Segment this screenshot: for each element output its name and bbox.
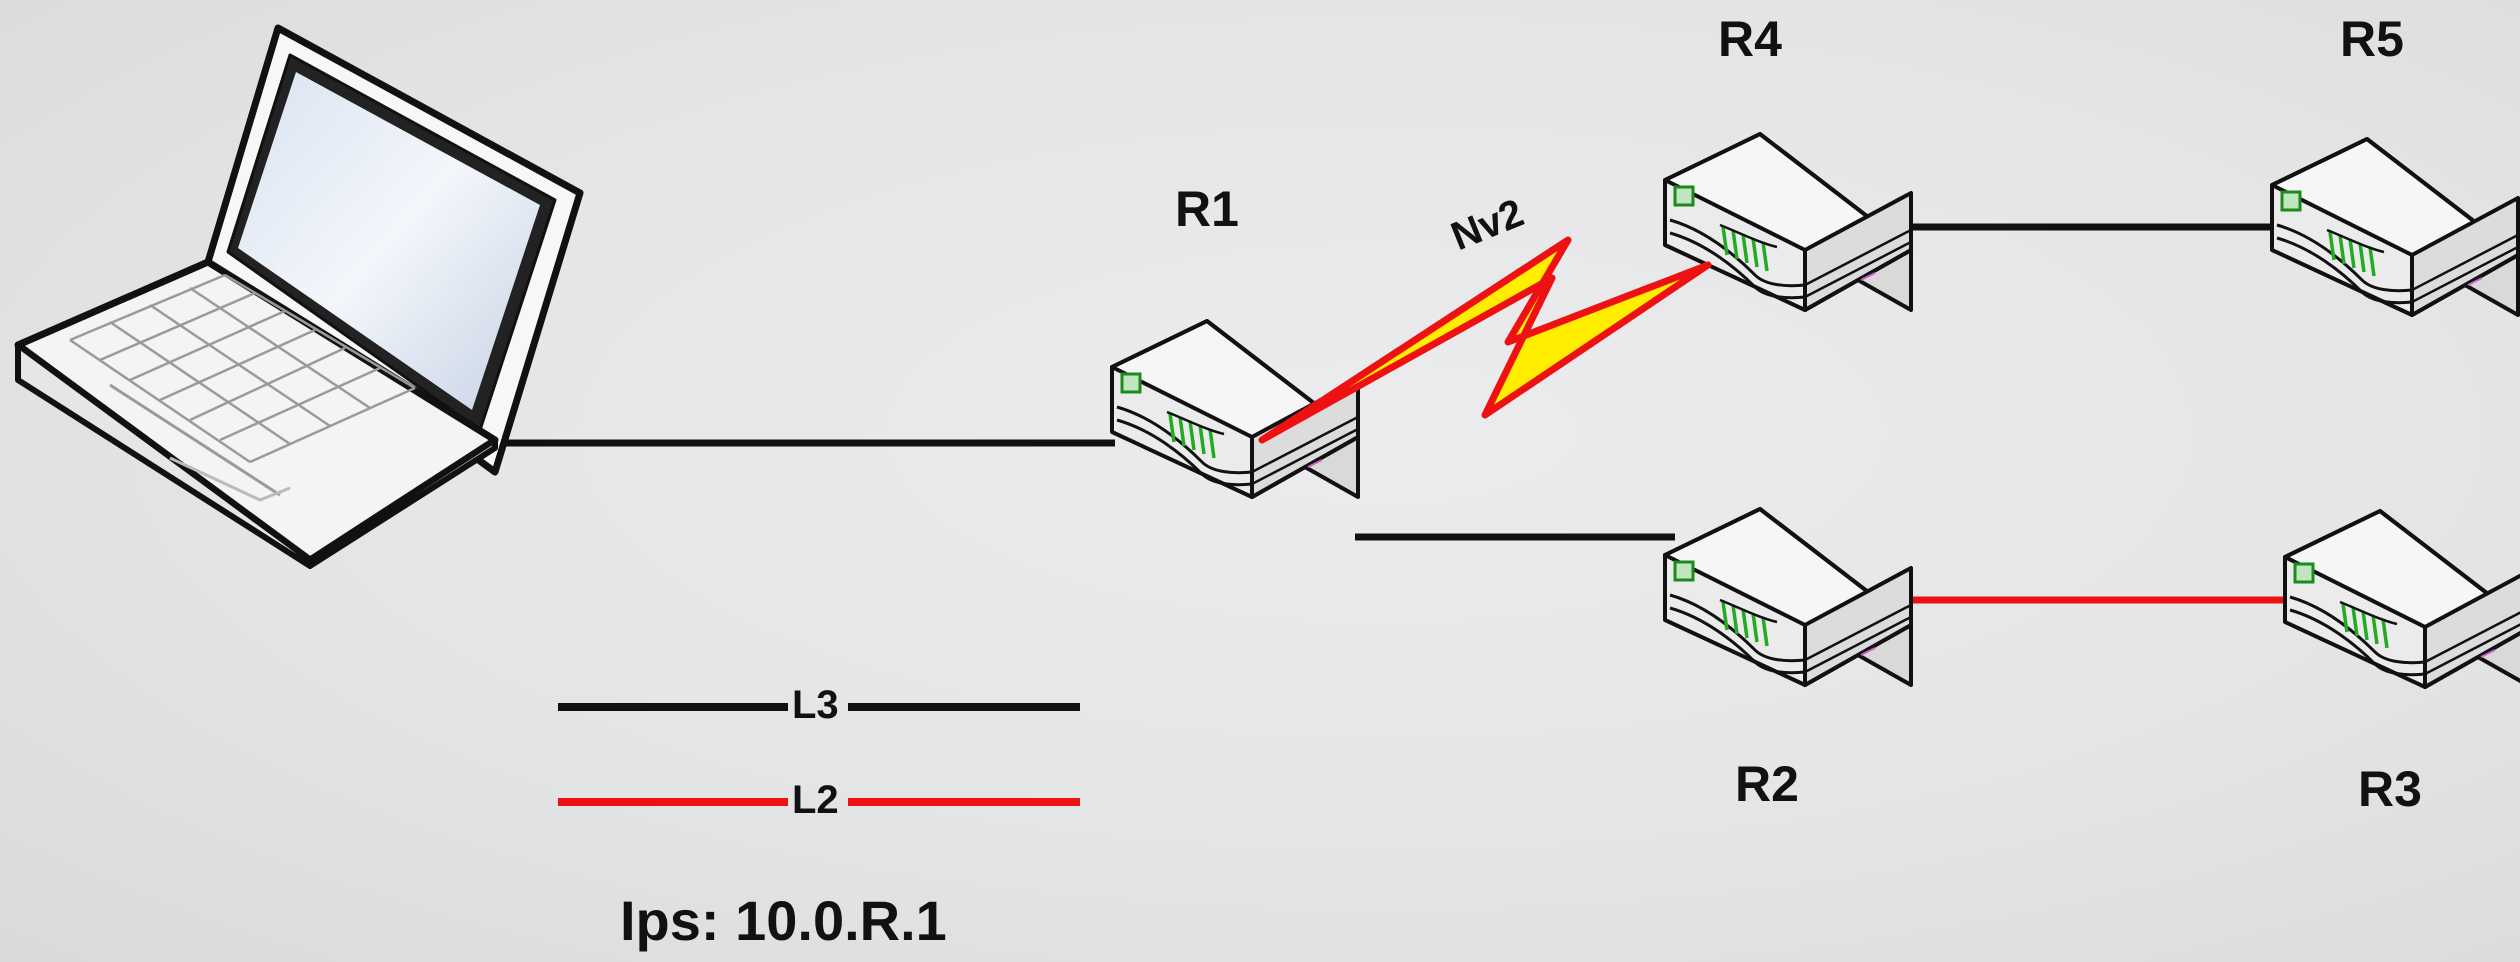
laptop-icon[interactable]: [14, 24, 584, 569]
router-r3-icon[interactable]: [2283, 509, 2520, 689]
legend-l2-label: L2: [792, 778, 839, 822]
router-r3-label: R3: [2358, 761, 2422, 817]
router-r4-label: R4: [1718, 11, 1782, 67]
router-r2-icon[interactable]: [1663, 507, 1913, 687]
router-r5-label: R5: [2340, 11, 2404, 67]
serial-link-lightning: [1258, 236, 1712, 444]
legend-l3-label: L3: [792, 683, 839, 727]
legend: [558, 703, 1080, 806]
router-r4-icon[interactable]: [1663, 132, 1913, 312]
ip-scheme-note: Ips: 10.0.R.1: [620, 889, 947, 952]
router-r1-label: R1: [1175, 181, 1239, 237]
router-r2-label: R2: [1735, 756, 1799, 812]
router-r5-icon[interactable]: [2270, 137, 2520, 317]
